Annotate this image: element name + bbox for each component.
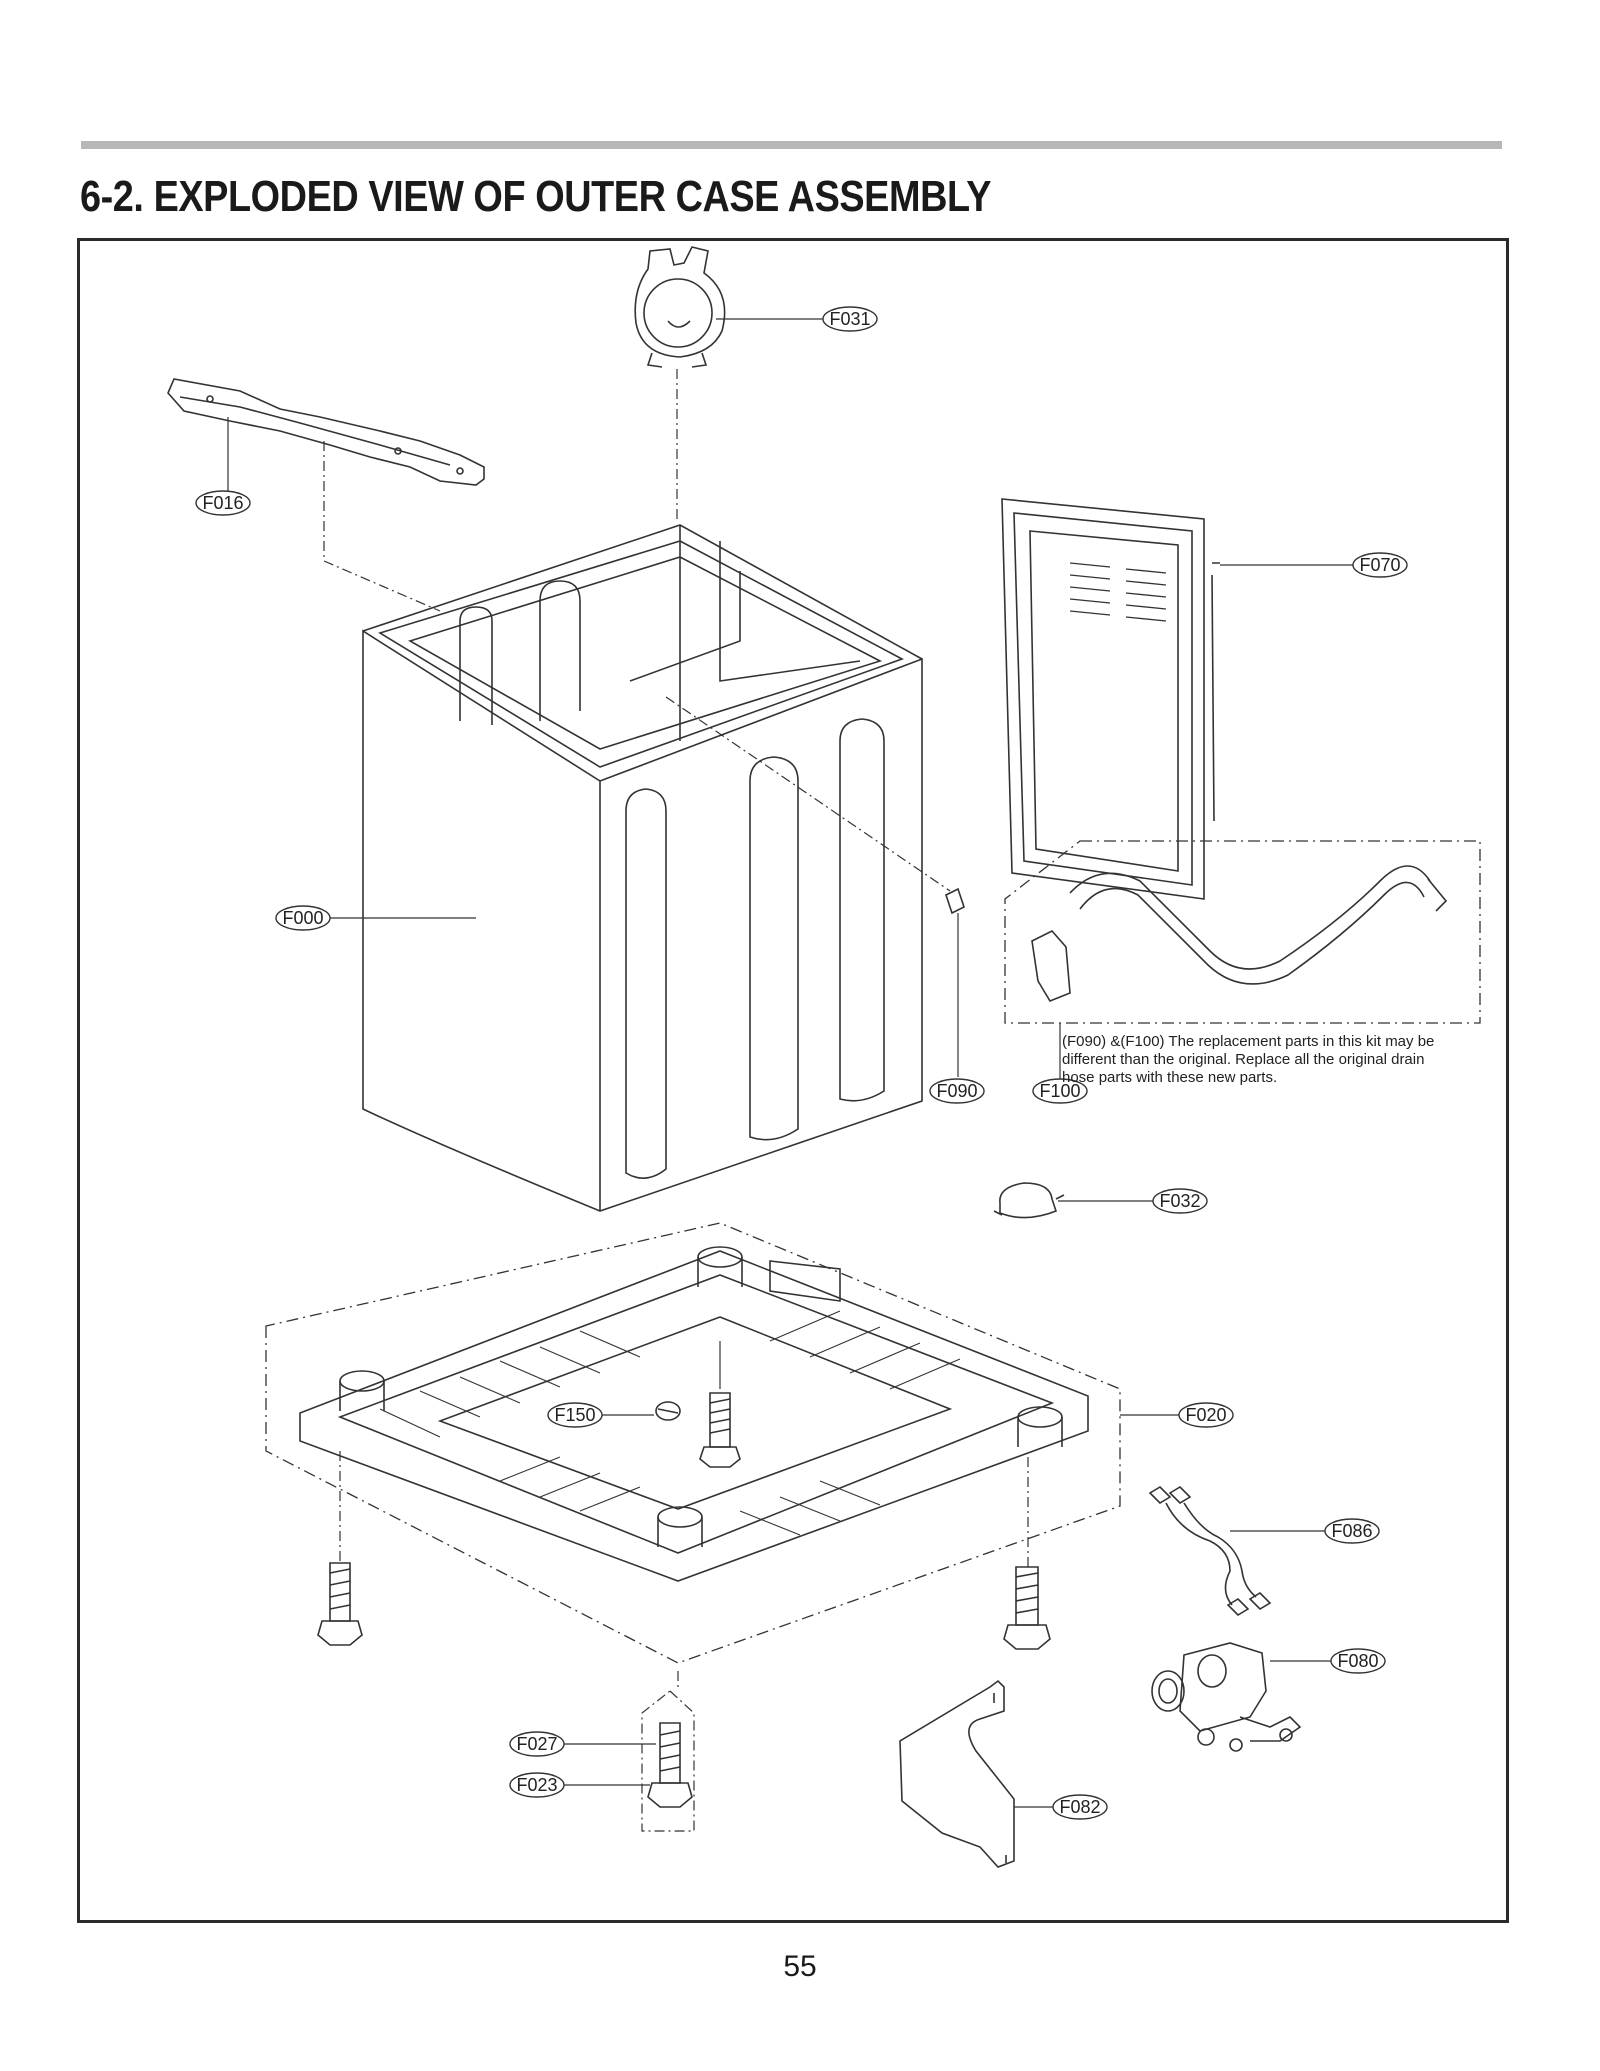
cabinet-f000 [362, 524, 923, 1212]
callout-label-f031: F031 [829, 309, 870, 329]
callout-bubble-f031 [822, 306, 878, 332]
mounting-plate-f082 [899, 1679, 1015, 1868]
leg-part-f027 [659, 1722, 681, 1784]
leg-left [317, 1562, 363, 1646]
callout-label-f090: F090 [936, 1081, 977, 1101]
top-rule [81, 141, 1502, 149]
callout-bubble-f090 [929, 1078, 985, 1104]
callout-label-f000: F000 [282, 908, 323, 928]
replacement-note-line-2: different than the original. Replace all… [1062, 1051, 1424, 1068]
callout-label-f100: F100 [1039, 1081, 1080, 1101]
callout-bubble-f150 [547, 1402, 603, 1428]
callout-bubble-f086 [1324, 1518, 1380, 1544]
hook-part-f031 [634, 246, 726, 368]
callout-label-f020: F020 [1185, 1405, 1226, 1425]
callout-label-f023: F023 [516, 1775, 557, 1795]
nut-part-f023 [647, 1782, 693, 1808]
callout-bubble-f000 [275, 905, 331, 931]
page-number: 55 [783, 1950, 817, 1983]
callout-bubble-f070 [1352, 552, 1408, 578]
drain-hose-f100 [1031, 865, 1448, 1002]
diagram-canvas: F031 F016 F070 F000 F090 F100 F032 F150 … [167, 246, 1481, 1868]
callout-bubble-f082 [1052, 1794, 1108, 1820]
callout-bubble-f032 [1152, 1188, 1208, 1214]
callout-label-f032: F032 [1159, 1191, 1200, 1211]
callout-label-f027: F027 [516, 1734, 557, 1754]
plug-part-f150 [655, 1401, 681, 1421]
callout-bubble-f020 [1178, 1402, 1234, 1428]
clip-part-f090 [945, 887, 965, 915]
replacement-note-line-3: hose parts with these new parts. [1062, 1069, 1277, 1086]
callout-label-f150: F150 [554, 1405, 595, 1425]
callout-label-f082: F082 [1059, 1797, 1100, 1817]
callout-label-f070: F070 [1359, 555, 1400, 575]
exploded-view-diagram: F031 F016 F070 F000 F090 F100 F032 F150 … [77, 238, 1509, 1923]
replacement-note: (F090) &(F100) The replacement parts in … [1062, 1033, 1434, 1086]
callout-bubble-f080 [1330, 1648, 1386, 1674]
callout-bubble-f027 [509, 1731, 565, 1757]
replacement-note-line-1: (F090) &(F100) The replacement parts in … [1062, 1033, 1434, 1050]
callout-label-f080: F080 [1337, 1651, 1378, 1671]
clamp-part-f032 [993, 1182, 1065, 1219]
bolt-center [699, 1392, 741, 1468]
drain-pump-f080 [1151, 1642, 1302, 1752]
bracket-part-f016 [167, 378, 485, 486]
callout-bubble-f100 [1032, 1078, 1088, 1104]
wire-harness-f086 [1148, 1485, 1272, 1617]
callout-bubble-f016 [195, 490, 251, 516]
callout-label-f016: F016 [202, 493, 243, 513]
page-title: 6-2. EXPLODED VIEW OF OUTER CASE ASSEMBL… [80, 172, 992, 221]
leg-right [1003, 1566, 1051, 1650]
callout-label-f086: F086 [1331, 1521, 1372, 1541]
callout-bubble-f023 [509, 1772, 565, 1798]
back-panel-f070 [1001, 498, 1220, 900]
base-frame-f020 [299, 1246, 1089, 1582]
